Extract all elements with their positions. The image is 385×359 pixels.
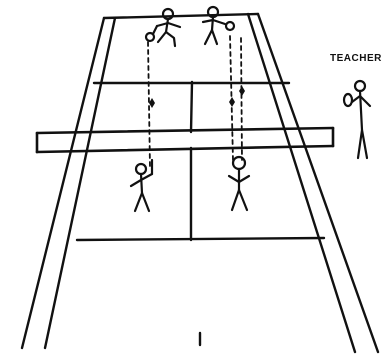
- court-left-outer-sideline: [22, 18, 104, 348]
- teacher-label: TEACHER: [330, 53, 382, 64]
- shuttle-path-right-b: [241, 38, 242, 160]
- player-near-right-legs: [232, 190, 247, 210]
- teacher-head: [355, 81, 365, 91]
- net-bottom: [37, 146, 333, 152]
- court-center-line-far: [191, 82, 192, 132]
- player-far-left-body: [166, 19, 168, 32]
- court-near-service-line: [77, 238, 324, 240]
- player-near-right: [229, 157, 249, 210]
- court-right-outer-sideline: [258, 14, 378, 352]
- teacher-figure: [344, 81, 370, 158]
- teacher-legs: [358, 130, 367, 158]
- player-near-left: [131, 160, 152, 211]
- player-near-left-legs: [135, 193, 149, 211]
- player-far-left: [146, 9, 180, 46]
- player-far-right-legs: [205, 30, 217, 44]
- player-far-left-legs: [158, 32, 175, 46]
- player-near-left-body: [141, 174, 142, 193]
- player-near-right-head: [233, 157, 245, 169]
- player-far-right-racket: [226, 22, 234, 30]
- player-far-left-racket-handle: [153, 26, 157, 34]
- teacher-racket: [344, 94, 352, 106]
- player-far-left-arms: [157, 23, 180, 27]
- court-right-inner-sideline: [248, 14, 355, 352]
- shuttle-marker-right-b: [239, 86, 245, 96]
- player-near-left-head: [136, 164, 146, 174]
- court-left-inner-sideline: [45, 18, 115, 348]
- net-top: [37, 128, 333, 133]
- court: [22, 14, 378, 352]
- player-far-right-arms: [203, 20, 225, 24]
- court-top-boundary: [104, 14, 258, 18]
- shuttle-marker-right-a: [229, 97, 235, 107]
